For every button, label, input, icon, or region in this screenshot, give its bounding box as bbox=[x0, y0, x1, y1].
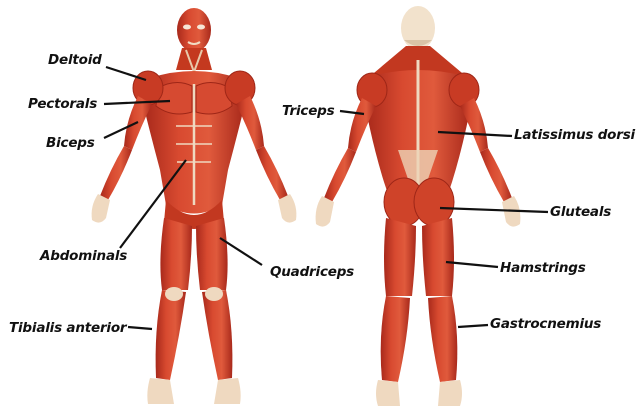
label-biceps: Biceps bbox=[46, 135, 95, 151]
leader-gluteals bbox=[440, 208, 548, 212]
label-latissimus-dorsi: Latissimus dorsi bbox=[514, 127, 635, 143]
label-gastrocnemius: Gastrocnemius bbox=[490, 316, 601, 332]
front-figure bbox=[92, 8, 297, 404]
label-hamstrings: Hamstrings bbox=[500, 260, 586, 276]
label-quadriceps: Quadriceps bbox=[270, 264, 354, 280]
label-abdominals: Abdominals bbox=[40, 248, 127, 264]
label-triceps: Triceps bbox=[282, 103, 334, 119]
leader-gastrocnemius bbox=[458, 325, 488, 327]
label-deltoid: Deltoid bbox=[48, 52, 102, 68]
leader-tibialis-anterior bbox=[128, 327, 152, 329]
back-figure bbox=[316, 6, 521, 406]
label-gluteals: Gluteals bbox=[550, 204, 611, 220]
label-tibialis-anterior: Tibialis anterior bbox=[9, 320, 126, 336]
label-pectorals: Pectorals bbox=[28, 96, 97, 112]
